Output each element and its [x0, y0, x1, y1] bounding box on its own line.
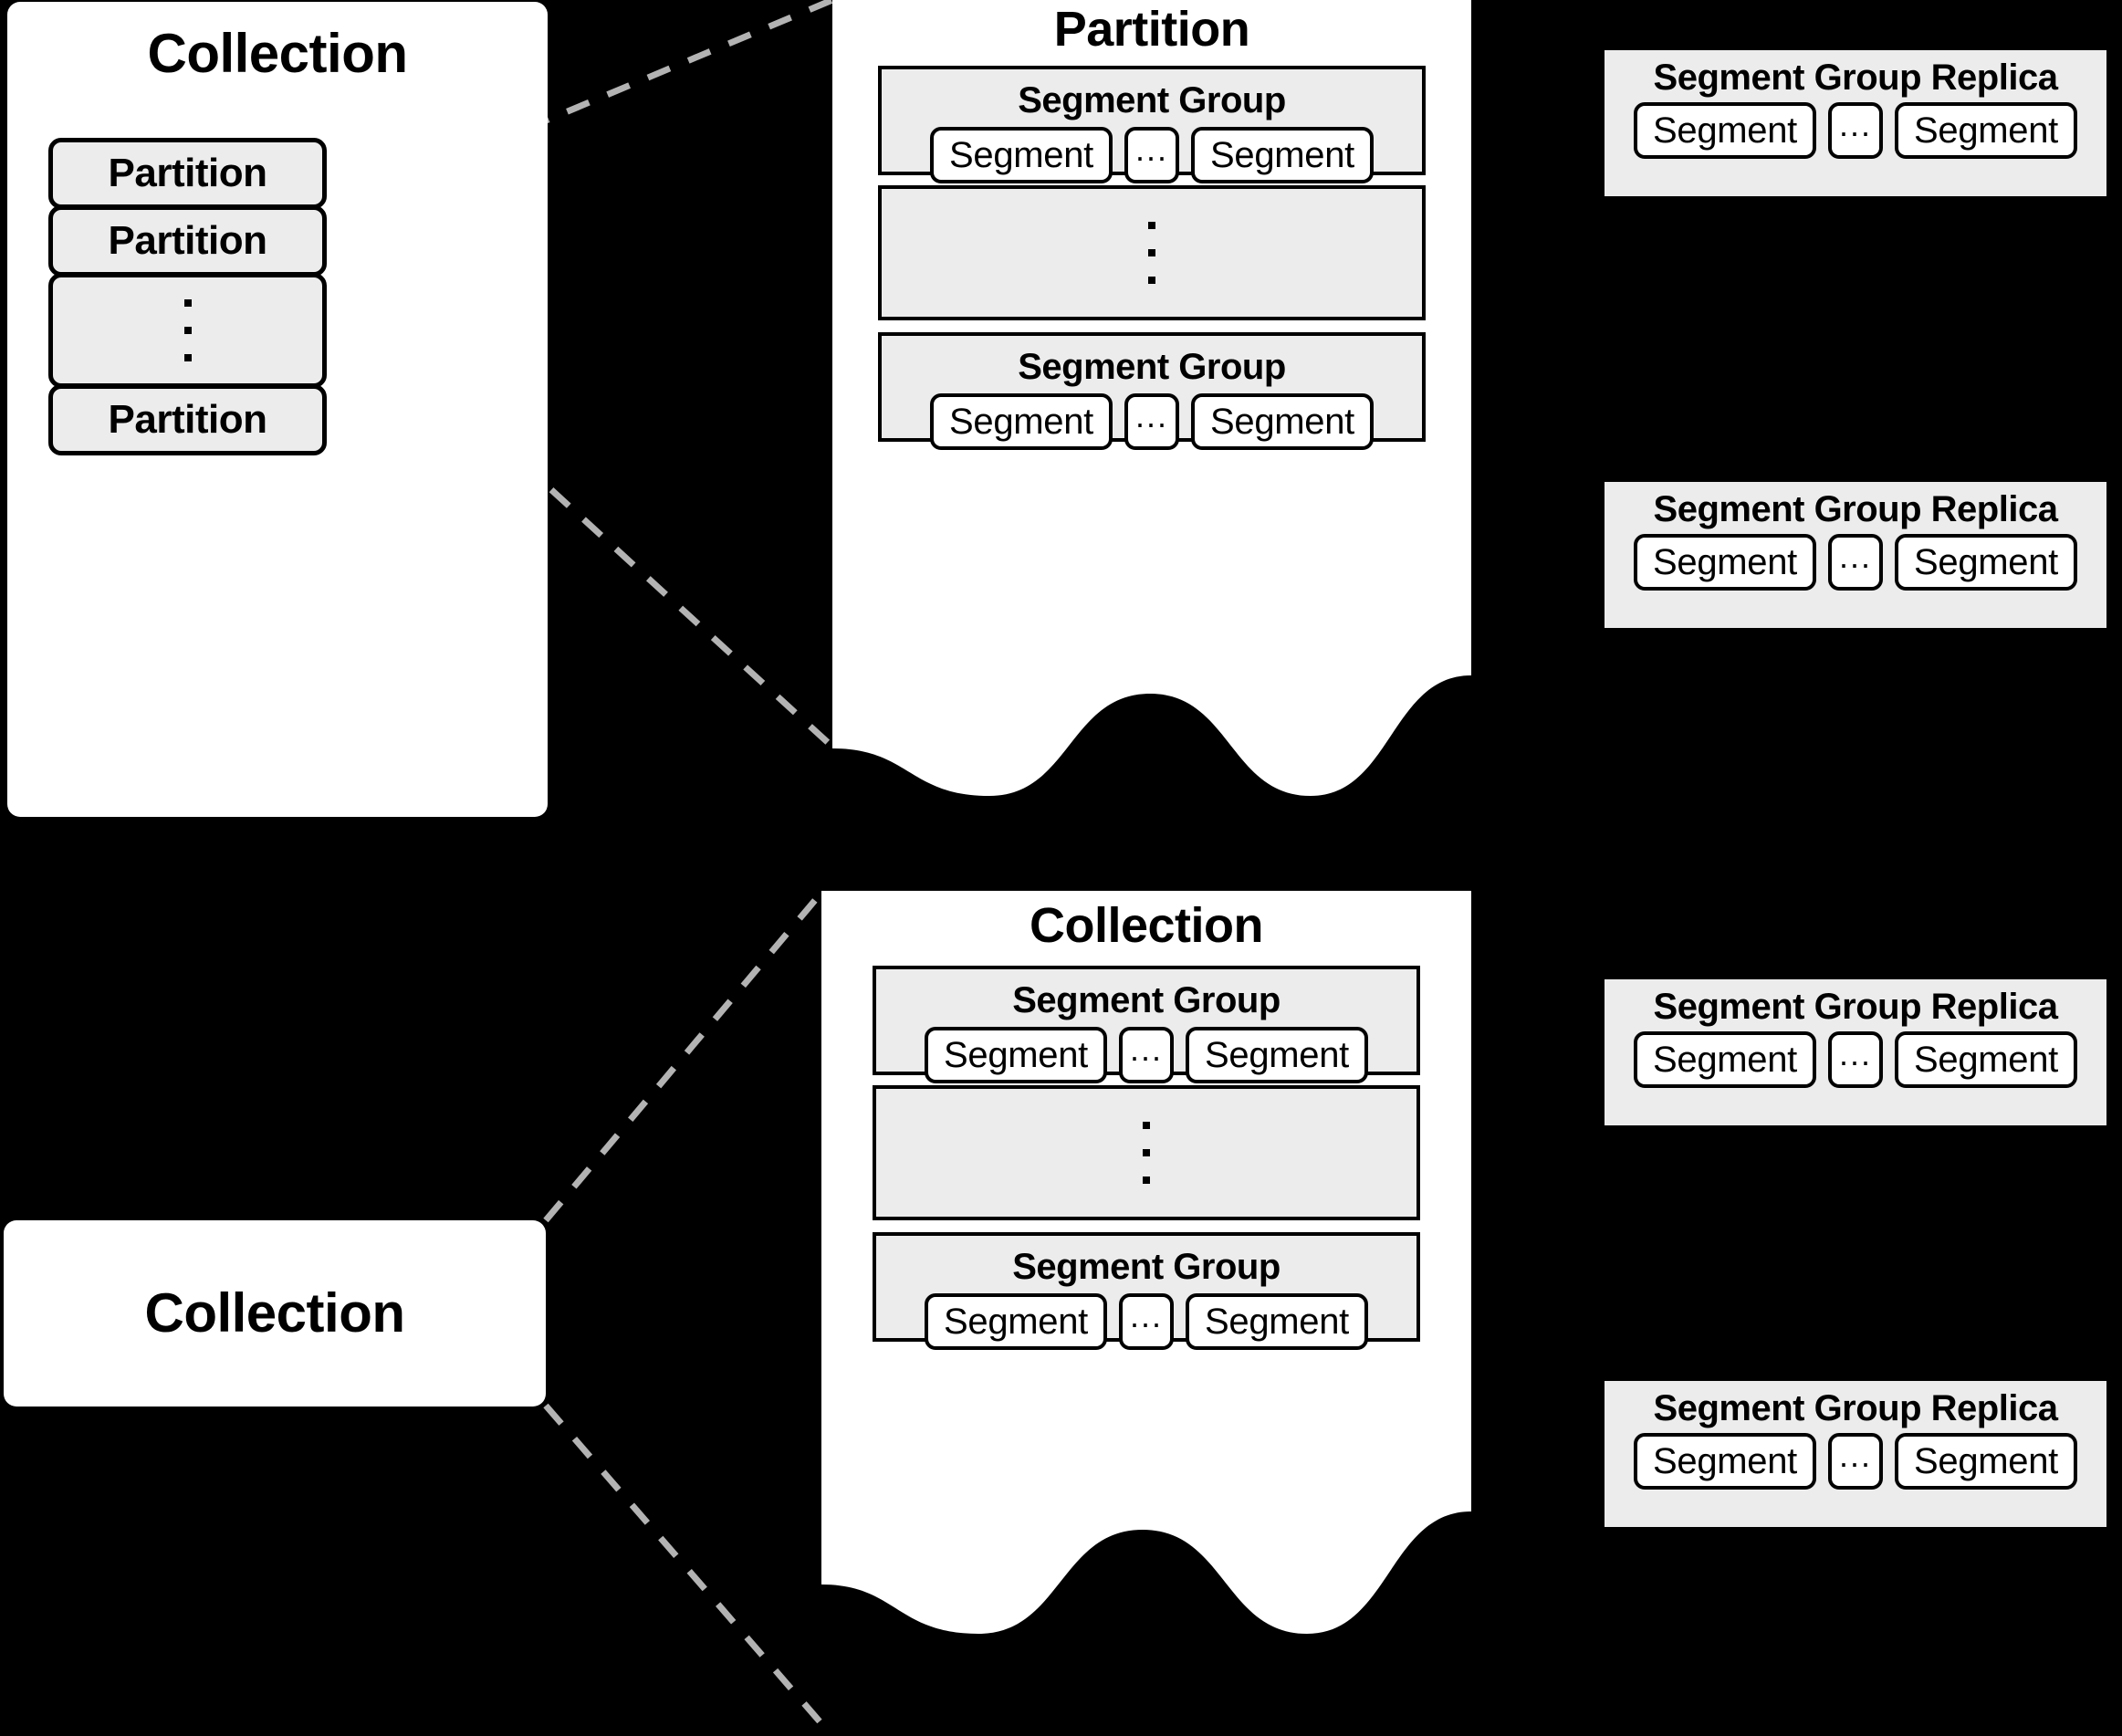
partition-row[interactable]: Partition: [48, 384, 327, 455]
partition-detail-card: Partition Segment Group Segment ... Segm…: [832, 0, 1471, 821]
segment-ellipsis-box: ...: [1124, 393, 1179, 450]
segment-group-replica-title: Segment Group Replica: [1653, 987, 2058, 1027]
vertical-dots-icon: [183, 299, 192, 361]
segment-row: Segment ... Segment: [876, 1293, 1416, 1363]
segment-group-title: Segment Group: [1018, 80, 1286, 120]
segment-row: Segment ... Segment: [876, 1027, 1416, 1096]
partition-list: Partition Partition Partition: [48, 138, 327, 455]
segment-group[interactable]: Segment Group Segment ... Segment: [873, 966, 1420, 1083]
segment-box[interactable]: Segment: [1634, 534, 1816, 591]
partition-card-title: Partition: [1053, 2, 1250, 57]
segment-box[interactable]: Segment: [1186, 1293, 1368, 1350]
segment-box[interactable]: Segment: [1191, 127, 1374, 183]
segment-box[interactable]: Segment: [925, 1293, 1107, 1350]
segment-group-replica[interactable]: Segment Group Replica Segment ... Segmen…: [1605, 50, 2106, 196]
segment-box[interactable]: Segment: [1895, 534, 2077, 591]
collection-card-title: Collection: [147, 23, 408, 84]
segment-ellipsis-box: ...: [1119, 1027, 1174, 1083]
connector-collection-bottom: [543, 1403, 822, 1724]
segment-box[interactable]: Segment: [930, 127, 1113, 183]
segment-group-ellipsis: [878, 185, 1426, 320]
collection-card-content: Collection Segment Group Segment ... Seg…: [821, 891, 1471, 1350]
segment-ellipsis-box: ...: [1124, 127, 1179, 183]
collection-detail-title: Collection: [1029, 898, 1264, 953]
partition-card-content: Partition Segment Group Segment ... Segm…: [832, 0, 1471, 450]
segment-group-replica[interactable]: Segment Group Replica Segment ... Segmen…: [1605, 979, 2106, 1125]
segment-group-title: Segment Group: [1012, 1247, 1281, 1287]
segment-box[interactable]: Segment: [1634, 1031, 1816, 1088]
collection-card: Collection Partition Partition Partition: [7, 2, 548, 817]
segment-ellipsis-box: ...: [1828, 534, 1883, 591]
segment-box[interactable]: Segment: [1186, 1027, 1368, 1083]
segment-row: Segment ... Segment: [882, 393, 1422, 463]
segment-group[interactable]: Segment Group Segment ... Segment: [878, 66, 1426, 183]
segment-row: Segment ... Segment: [1605, 102, 2106, 168]
partition-row[interactable]: Partition: [48, 138, 327, 209]
collection-node[interactable]: Collection: [4, 1220, 546, 1407]
vertical-dots-icon: [1143, 1122, 1150, 1184]
segment-row: Segment ... Segment: [882, 127, 1422, 196]
segment-group-replica-title: Segment Group Replica: [1653, 489, 2058, 529]
segment-ellipsis-box: ...: [1828, 1433, 1883, 1490]
segment-box[interactable]: Segment: [1895, 1433, 2077, 1490]
segment-box[interactable]: Segment: [1895, 1031, 2077, 1088]
segment-box[interactable]: Segment: [930, 393, 1113, 450]
partition-row[interactable]: Partition: [48, 205, 327, 277]
segment-box[interactable]: Segment: [1191, 393, 1374, 450]
segment-box[interactable]: Segment: [1895, 102, 2077, 159]
collection-detail-card: Collection Segment Group Segment ... Seg…: [821, 891, 1471, 1736]
segment-group-replica[interactable]: Segment Group Replica Segment ... Segmen…: [1605, 1381, 2106, 1527]
segment-row: Segment ... Segment: [1605, 1433, 2106, 1499]
segment-ellipsis-box: ...: [1828, 1031, 1883, 1088]
segment-group-replica-title: Segment Group Replica: [1653, 1388, 2058, 1428]
partition-row-ellipsis: [48, 273, 327, 388]
segment-group-replica-title: Segment Group Replica: [1653, 58, 2058, 98]
segment-ellipsis-box: ...: [1119, 1293, 1174, 1350]
segment-ellipsis-box: ...: [1828, 102, 1883, 159]
segment-group[interactable]: Segment Group Segment ... Segment: [873, 1232, 1420, 1350]
segment-box[interactable]: Segment: [925, 1027, 1107, 1083]
segment-row: Segment ... Segment: [1605, 534, 2106, 600]
segment-group-title: Segment Group: [1018, 347, 1286, 387]
segment-box[interactable]: Segment: [1634, 1433, 1816, 1490]
segment-group-replica[interactable]: Segment Group Replica Segment ... Segmen…: [1605, 482, 2106, 628]
collection-node-title: Collection: [144, 1282, 405, 1344]
segment-group-title: Segment Group: [1012, 980, 1281, 1020]
connector-collection-top: [543, 890, 824, 1223]
segment-group[interactable]: Segment Group Segment ... Segment: [878, 332, 1426, 450]
vertical-dots-icon: [1148, 222, 1155, 284]
segment-row: Segment ... Segment: [1605, 1031, 2106, 1097]
segment-group-ellipsis: [873, 1085, 1420, 1220]
segment-box[interactable]: Segment: [1634, 102, 1816, 159]
